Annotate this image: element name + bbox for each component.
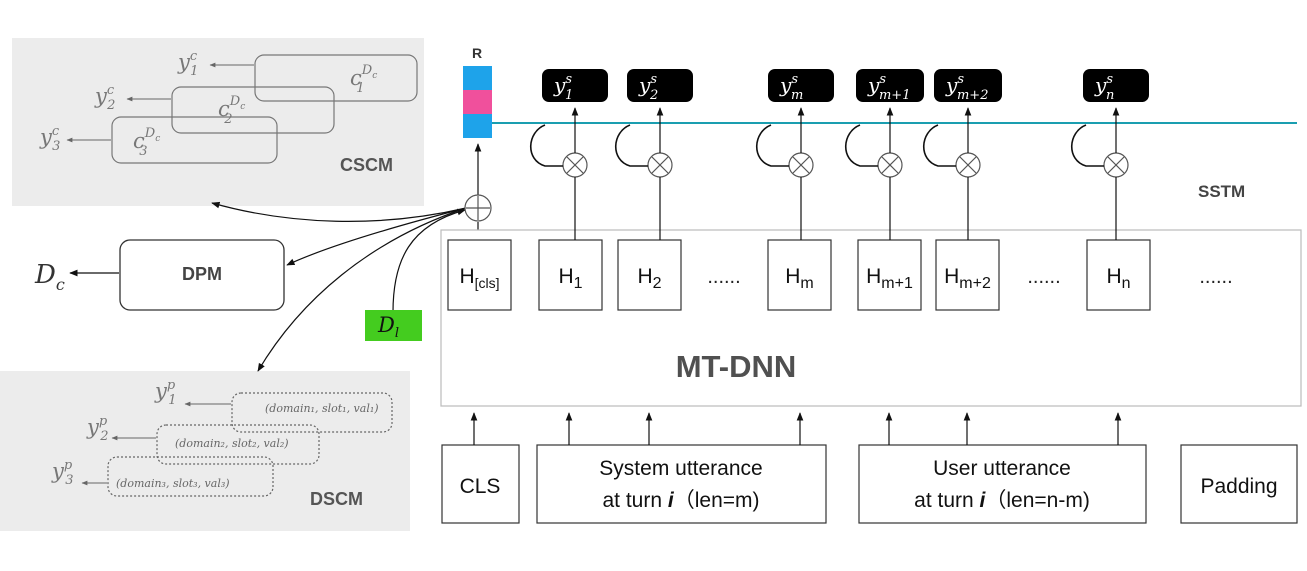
user-utterance-line1: User utterance [933,457,1071,480]
dscm-title: DSCM [310,489,363,509]
input-user-utterance: User utterance at turn i（len=n-m) [858,444,1147,524]
user-utterance-line2: at turn i（len=n-m) [914,489,1090,512]
input-cls: CLS [441,444,520,524]
r-label: R [472,45,482,61]
gate-multiply-icon-3 [877,152,903,178]
dl-label: Dl [377,313,399,341]
ellipsis-1: ...... [707,266,740,288]
system-utterance-line2: at turn i（len=m) [603,489,760,512]
hidden-state-label-0: H[cls] [459,265,499,291]
hidden-state-layer: H[cls] H1 H2 Hm Hm+1 Hm+2 Hn [447,239,1151,311]
dscm-tuple-1: (domain₁, slot₁, val₁) [265,402,379,415]
input-system-utterance: System utterance at turn i（len=m) [536,444,827,524]
gate-multiply-icon-0 [562,152,588,178]
dscm-tuple-2: (domain₂, slot₂, val₂) [175,437,289,450]
hidden-state-6: Hn [1086,239,1151,311]
hidden-state-0: H[cls] [447,239,512,311]
hidden-state-label-4: Hm+1 [866,265,913,292]
hidden-state-label-5: Hm+2 [944,265,991,292]
gate-multiply-icon-2 [788,152,814,178]
dl-input: Dl [365,310,422,341]
hidden-state-label-1: H1 [558,265,582,292]
input-padding-label: Padding [1200,475,1277,498]
hidden-state-3: Hm [767,239,832,311]
sstm-label: SSTM [1198,182,1245,201]
hidden-state-5: Hm+2 [935,239,1000,311]
hidden-state-1: H1 [538,239,603,311]
r-block: R [463,45,492,236]
dpm-label: DPM [182,264,222,284]
input-padding: Padding [1180,444,1298,524]
system-utterance-line1: System utterance [599,457,762,480]
hidden-state-label-2: H2 [637,265,661,292]
hidden-state-label-6: Hn [1106,265,1130,292]
ellipsis-3: ...... [1199,266,1232,288]
cscm-title: CSCM [340,155,393,175]
ellipsis-2: ...... [1027,266,1060,288]
gate-multiply-icon-5 [1103,152,1129,178]
aggregation-arrows [211,201,467,372]
input-arrows [470,412,1122,445]
dpm-output: Dc [34,260,65,294]
encoder-label: MT-DNN [676,349,797,384]
input-cls-label: CLS [460,475,501,498]
dpm-module: DPM Dc [34,239,285,311]
gate-multiply-icon-4 [955,152,981,178]
hidden-state-label-3: Hm [785,265,814,292]
dscm-tuple-3: (domain₃, slot₃, val₃) [116,477,230,490]
sum-node-icon [464,194,492,222]
gate-multiply-icon-1 [647,152,673,178]
hidden-state-2: H2 [617,239,682,311]
hidden-state-4: Hm+1 [857,239,922,311]
